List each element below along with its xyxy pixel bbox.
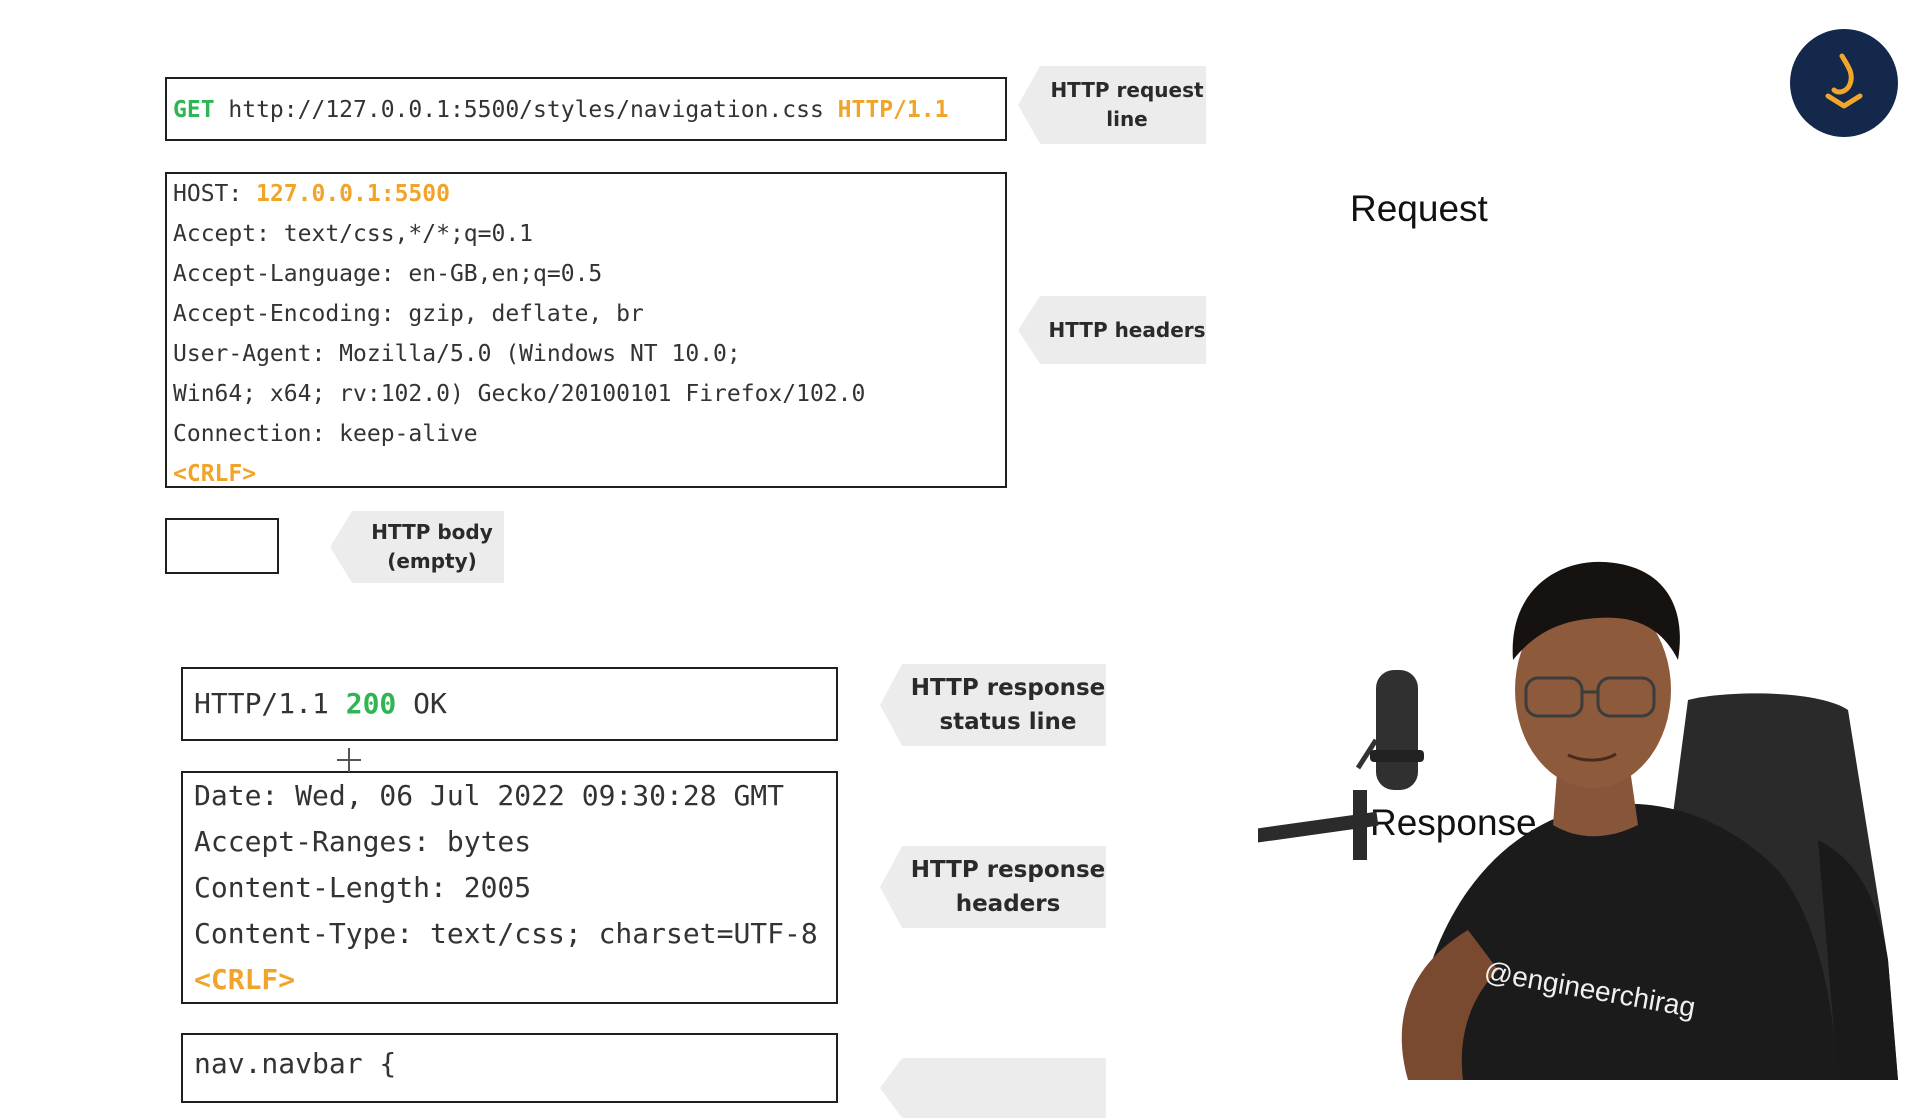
callout-response-status-l2: status line bbox=[939, 709, 1077, 735]
request-header-line: Connection: keep-alive bbox=[173, 421, 478, 447]
request-method: GET bbox=[173, 97, 215, 123]
request-side-label: Request bbox=[1350, 188, 1488, 229]
request-line-box: GET http://127.0.0.1:5500/styles/navigat… bbox=[165, 77, 1007, 141]
response-body-line: nav.navbar { bbox=[194, 1047, 397, 1080]
response-header-line: Date: Wed, 06 Jul 2022 09:30:28 GMT bbox=[194, 779, 785, 812]
request-body-box bbox=[165, 518, 279, 574]
response-side-label: Response bbox=[1370, 802, 1537, 843]
host-key: HOST: bbox=[173, 181, 257, 207]
callout-body-l1: HTTP body bbox=[371, 520, 493, 544]
response-status-code: 200 bbox=[345, 687, 397, 720]
crosshair-cursor-icon bbox=[337, 748, 361, 772]
response-status-text: OK bbox=[396, 687, 447, 720]
callout-request-line-l2: line bbox=[1106, 107, 1148, 131]
response-status-line: HTTP/1.1 200 OK bbox=[194, 681, 836, 727]
callout-body-l2: (empty) bbox=[387, 549, 477, 573]
response-headers-box: Date: Wed, 06 Jul 2022 09:30:28 GMT Acce… bbox=[181, 771, 838, 1004]
callout-response-status-l1: HTTP response bbox=[910, 675, 1106, 701]
callout-response-headers-l1: HTTP response bbox=[910, 857, 1106, 883]
callout-response-body bbox=[880, 1058, 1106, 1118]
callout-http-headers: HTTP headers bbox=[1018, 296, 1206, 364]
callout-request-line-l1: HTTP request bbox=[1050, 78, 1204, 102]
request-crlf: <CRLF> bbox=[173, 461, 257, 487]
response-header-line: Content-Type: text/css; charset=UTF-8 bbox=[194, 917, 818, 950]
request-line: GET http://127.0.0.1:5500/styles/navigat… bbox=[173, 90, 1005, 130]
response-header-line: Content-Length: 2005 bbox=[194, 871, 532, 904]
channel-logo-icon bbox=[1790, 29, 1898, 137]
request-header-line: Accept-Language: en-GB,en;q=0.5 bbox=[173, 261, 603, 287]
request-header-line: Accept-Encoding: gzip, deflate, br bbox=[173, 301, 644, 327]
callout-response-headers: HTTP response headers bbox=[880, 846, 1106, 928]
request-headers-box: HOST: 127.0.0.1:5500 Accept: text/css,*/… bbox=[165, 172, 1007, 488]
callout-response-status: HTTP response status line bbox=[880, 664, 1106, 746]
callout-http-body: HTTP body (empty) bbox=[330, 511, 504, 583]
request-header-line: Accept: text/css,*/*;q=0.1 bbox=[173, 221, 534, 247]
response-version: HTTP/1.1 bbox=[194, 687, 346, 720]
response-header-line: Accept-Ranges: bytes bbox=[194, 825, 532, 858]
callout-response-headers-l2: headers bbox=[955, 891, 1061, 917]
response-status-box: HTTP/1.1 200 OK bbox=[181, 667, 838, 741]
request-url: http://127.0.0.1:5500/styles/navigation.… bbox=[214, 97, 838, 123]
host-value: 127.0.0.1:5500 bbox=[256, 181, 450, 207]
presenter-video: @engineerchirag bbox=[1258, 540, 1920, 1080]
callout-http-headers-label: HTTP headers bbox=[1048, 318, 1206, 342]
request-header-line: User-Agent: Mozilla/5.0 (Windows NT 10.0… bbox=[173, 341, 741, 367]
response-body-box: nav.navbar { bbox=[181, 1033, 838, 1103]
request-version: HTTP/1.1 bbox=[837, 97, 949, 123]
callout-request-line: HTTP request line bbox=[1018, 66, 1206, 144]
response-crlf: <CRLF> bbox=[194, 963, 296, 996]
request-header-line: Win64; x64; rv:102.0) Gecko/20100101 Fir… bbox=[173, 381, 866, 407]
host-header-line: HOST: 127.0.0.1:5500 bbox=[173, 174, 1005, 214]
